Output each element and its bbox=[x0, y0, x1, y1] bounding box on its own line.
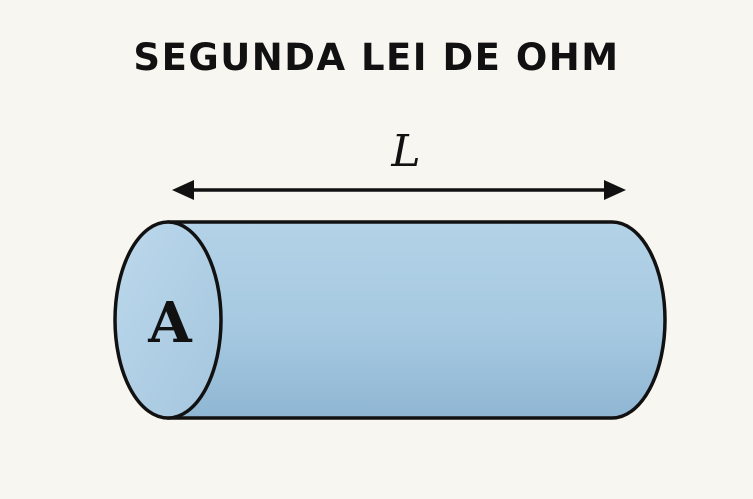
cylinder-body bbox=[166, 220, 667, 420]
arrow-head-right-icon bbox=[604, 180, 626, 200]
cross-section-face bbox=[113, 220, 223, 420]
length-label: L bbox=[390, 126, 420, 177]
diagram-title: SEGUNDA LEI DE OHM bbox=[133, 36, 620, 79]
arrow-head-left-icon bbox=[172, 180, 194, 200]
length-arrow bbox=[172, 180, 626, 200]
area-label: A bbox=[147, 290, 193, 356]
